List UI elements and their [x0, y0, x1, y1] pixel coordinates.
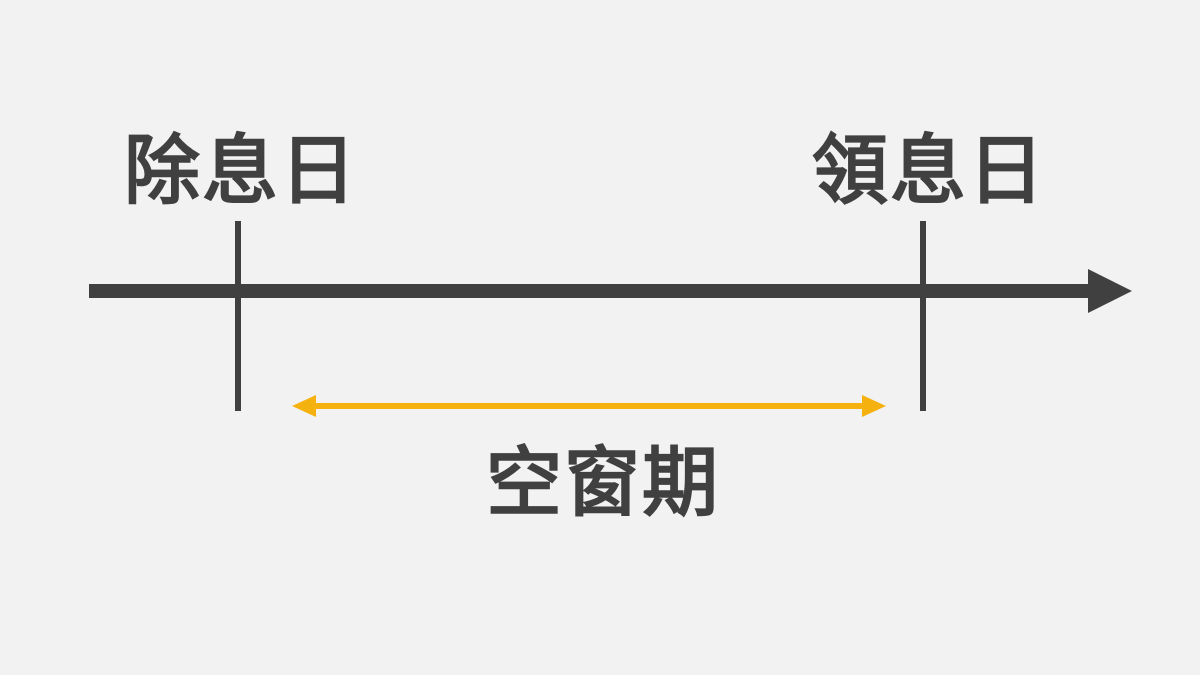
payment-date-label: 領息日: [812, 126, 1046, 215]
gap-arrow-right-head-icon: [862, 395, 886, 417]
timeline-arrowhead-icon: [1088, 269, 1132, 313]
ex-dividend-date-label: 除息日: [124, 126, 358, 215]
gap-arrow-left-head-icon: [292, 395, 316, 417]
gap-period-label: 空窗期: [486, 438, 720, 527]
